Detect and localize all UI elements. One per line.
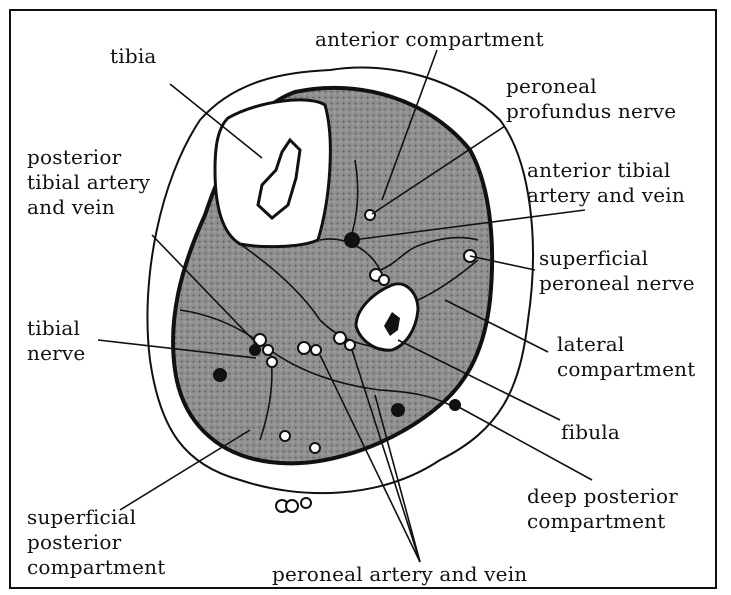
label-deep-posterior-compartment: deep posterior compartment — [527, 484, 678, 534]
label-anterior-tibial-artery-vein: anterior tibial artery and vein — [527, 158, 685, 208]
label-superficial-peroneal-nerve: superficial peroneal nerve — [539, 246, 695, 296]
label-peroneal-profundus-nerve: peroneal profundus nerve — [506, 74, 676, 124]
label-tibia: tibia — [110, 44, 157, 69]
label-lateral-compartment: lateral compartment — [557, 332, 695, 382]
label-tibial-nerve: tibial nerve — [27, 316, 85, 366]
label-peroneal-artery-vein: peroneal artery and vein — [272, 562, 527, 587]
label-posterior-tibial-artery-vein: posterior tibial artery and vein — [27, 145, 150, 220]
label-fibula: fibula — [561, 420, 620, 445]
label-anterior-compartment: anterior compartment — [315, 27, 544, 52]
label-superficial-posterior-compartment: superficial posterior compartment — [27, 505, 165, 580]
